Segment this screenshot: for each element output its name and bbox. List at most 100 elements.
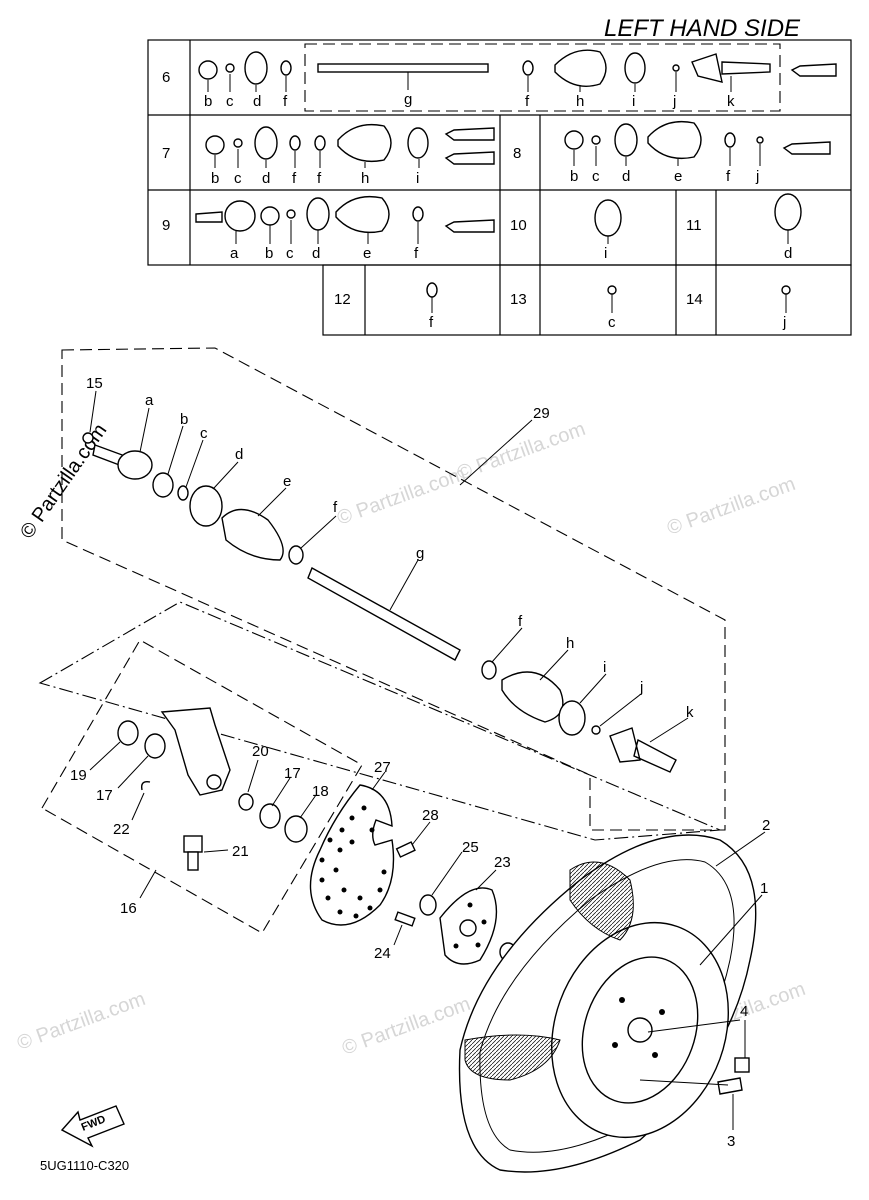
part-letter: i [416,170,419,187]
knuckle-callout-lines [89,741,317,899]
steering-knuckle-icon [160,707,231,796]
part-letter: f [283,93,288,110]
callout-28: 28 [422,807,439,824]
part-letter: c [608,314,616,331]
row-8-parts [564,120,831,160]
diagram-code: 5UG1110-C320 [40,1158,129,1173]
callout-20: 20 [252,743,269,760]
callout-4: 4 [740,1003,748,1020]
callout-16: 16 [120,900,137,917]
bolt-24-icon [394,911,416,927]
callout-letter-j: j [639,679,643,696]
bolt-28-icon [395,841,416,858]
part-letter: f [292,170,297,187]
part-letter: b [570,168,578,185]
valve-3-icon [717,1077,743,1095]
callout-27: 27 [374,759,391,776]
forward-arrow-icon [60,1105,125,1148]
part-letter: i [604,245,607,262]
oil-seal-icon [117,720,139,746]
inner-joint-icon [117,450,153,480]
part-letter: k [727,93,735,110]
callout-24: 24 [374,945,391,962]
row-9-parts [195,195,495,234]
wheel-callout-lines [639,831,766,1130]
part-letter: c [286,245,294,262]
circlip-15-icon [82,432,94,444]
band-icon [244,51,268,85]
part-letter: e [674,168,682,185]
band-f-icon [288,545,304,565]
small-band-icon [280,60,292,76]
part-letter: f [414,245,419,262]
circlip-b-icon [152,472,174,498]
callout-1: 1 [760,880,768,897]
ball-joint-stud-icon [187,851,199,871]
row-7-parts [205,123,495,165]
watermark-text: © Partzilla.com [14,988,148,1055]
small-band-icon [522,60,534,76]
watermark-text: © Partzilla.com [664,473,798,540]
part-letter: c [234,170,242,187]
part-letter: b [265,245,273,262]
row-ref-13: 13 [510,291,527,308]
knuckle-bore-icon [206,774,222,790]
callout-25: 25 [462,839,479,856]
callout-19: 19 [70,767,87,784]
drive-shaft-group-outline [61,347,726,831]
part-letter: a [230,245,239,262]
part-letter: i [632,93,635,110]
knuckle-group-outline-inner [41,639,363,934]
callout-29: 29 [533,405,550,422]
part-letter: d [253,93,261,110]
row-ref-10: 10 [510,217,527,234]
part-letter: b [204,93,212,110]
callout-18: 18 [312,783,329,800]
part-letter: g [404,91,412,108]
callout-letter-c: c [200,425,208,442]
part-letter: d [622,168,630,185]
rim-hub-bore-icon [627,1017,653,1043]
boot-icon [554,49,607,87]
part-letter: d [784,245,792,262]
brake-disc-27 [309,784,395,926]
part-letter: e [363,245,371,262]
callout-letter-f: f [333,499,338,516]
part-letter: j [782,314,786,331]
kit-table [147,39,852,336]
row-ref-11: 11 [686,217,702,234]
row-ref-12: 12 [334,291,351,308]
callout-17: 17 [284,765,301,782]
band-i-icon [558,700,586,736]
callout-15: 15 [86,375,103,392]
callout-letter-b: b [180,411,188,428]
bearing-icon [144,733,166,759]
part-letter: d [312,245,320,262]
row-ref-9: 9 [162,217,170,234]
tire-wheel-assembly [458,834,757,1173]
callout-letter-h: h [566,635,574,652]
nut-4-icon [734,1057,750,1073]
part-letter: b [211,170,219,187]
clip-icon [225,63,235,73]
clip-c-icon [177,485,189,501]
band-d-icon [189,485,223,527]
part-letter: f [317,170,322,187]
oil-seal-18-icon [284,815,308,843]
ball-joint-21-icon [183,835,203,853]
callout-letter-i: i [603,659,606,676]
brake-disc-icon [309,784,395,926]
bearing-17-icon [259,803,281,829]
fwd-arrow: FWD [60,1105,125,1148]
cv-joint-icon [691,53,771,83]
ring-icon [672,64,680,72]
callout-21: 21 [232,843,249,860]
drive-shaft-assembly [82,432,677,773]
watermark-dark: © Partzilla.com [16,420,111,543]
part-letter: f [525,93,530,110]
callout-letter-k: k [686,704,694,721]
row-ref-14: 14 [686,291,703,308]
band-icon [624,52,646,84]
callout-17: 17 [96,787,113,804]
knuckle-group-outline-outer [38,601,721,841]
